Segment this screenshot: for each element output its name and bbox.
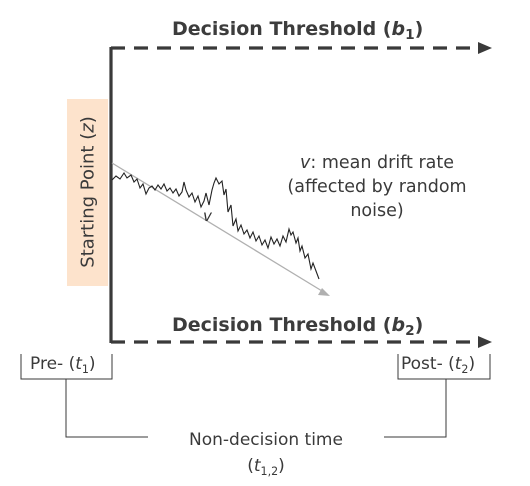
post-connector (384, 379, 447, 438)
post-bracket (397, 354, 491, 380)
drift-rate-label: v: mean drift rate (affected by random n… (287, 153, 467, 221)
random-walk-path (111, 171, 320, 280)
drift-arrow-line (111, 162, 323, 292)
starting-point-label: Starting Point (z) (77, 116, 99, 268)
bottom-threshold-arrowhead (478, 336, 492, 348)
pre-connector (65, 379, 148, 438)
bottom-threshold-label: Decision Threshold (b2) (172, 314, 424, 339)
pre-label: Pre- (t1) (30, 354, 96, 376)
starting-point-box (67, 99, 108, 286)
top-threshold-label: Decision Threshold (b1) (172, 18, 424, 43)
non-decision-time-label: Non-decision time (t1,2) (189, 430, 343, 478)
drift-arrowhead (318, 288, 330, 296)
top-threshold-arrowhead (478, 42, 492, 54)
post-label: Post- (t2) (401, 354, 476, 376)
drift-arrow-mark: v (203, 207, 212, 225)
